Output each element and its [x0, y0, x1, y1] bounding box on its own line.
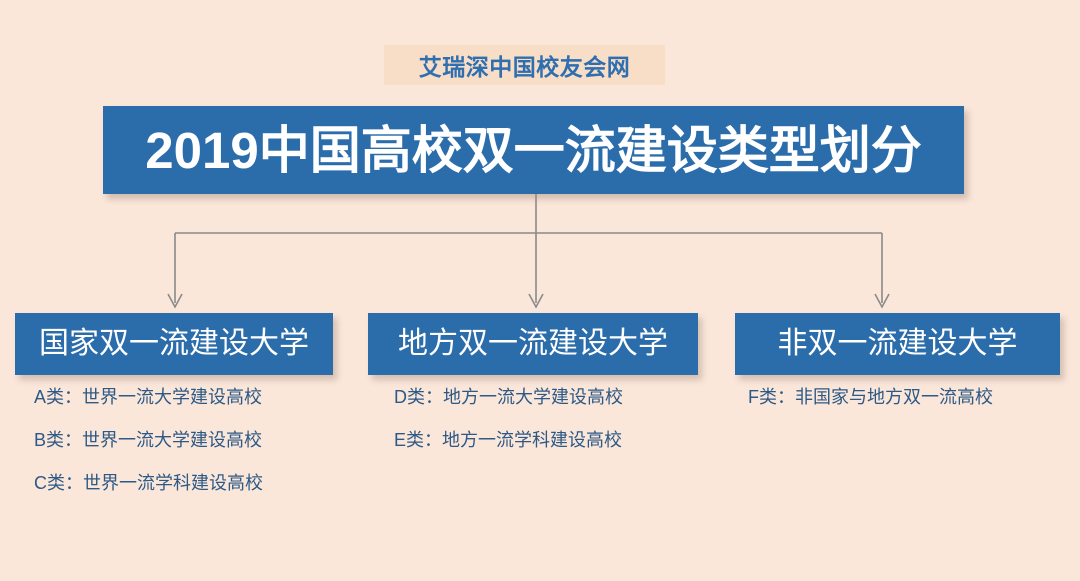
arrowhead-right [874, 293, 890, 309]
source-banner: 艾瑞深中国校友会网 [384, 45, 665, 85]
branch-box-local[interactable]: 地方双一流建设大学 [368, 313, 698, 375]
branch-box-national[interactable]: 国家双一流建设大学 [15, 313, 333, 375]
branch-items-national: A类：世界一流大学建设高校 B类：世界一流大学建设高校 C类：世界一流学科建设高… [34, 388, 364, 517]
source-banner-label: 艾瑞深中国校友会网 [418, 54, 631, 80]
page-title: 2019中国高校双一流建设类型划分 [145, 121, 922, 179]
arrowhead-left [167, 293, 183, 309]
branch-heading-label: 国家双一流建设大学 [39, 327, 309, 360]
list-item: D类：地方一流大学建设高校 [394, 387, 623, 407]
list-item: A类：世界一流大学建设高校 [34, 387, 263, 407]
branch-heading-label: 地方双一流建设大学 [398, 327, 668, 360]
list-item: C类：世界一流学科建设高校 [34, 473, 263, 493]
list-item: E类：地方一流学科建设高校 [394, 430, 623, 450]
branch-items-local: D类：地方一流大学建设高校 E类：地方一流学科建设高校 [394, 388, 724, 474]
main-title-box: 2019中国高校双一流建设类型划分 [103, 106, 964, 194]
branch-items-non-double-first-class: F类：非国家与地方双一流高校 [748, 388, 1078, 431]
branch-heading-label: 非双一流建设大学 [777, 327, 1018, 360]
list-item: B类：世界一流大学建设高校 [34, 430, 263, 450]
list-item: F类：非国家与地方双一流高校 [748, 387, 993, 407]
arrowhead-center [528, 293, 544, 309]
branch-box-non-double-first-class[interactable]: 非双一流建设大学 [735, 313, 1060, 375]
